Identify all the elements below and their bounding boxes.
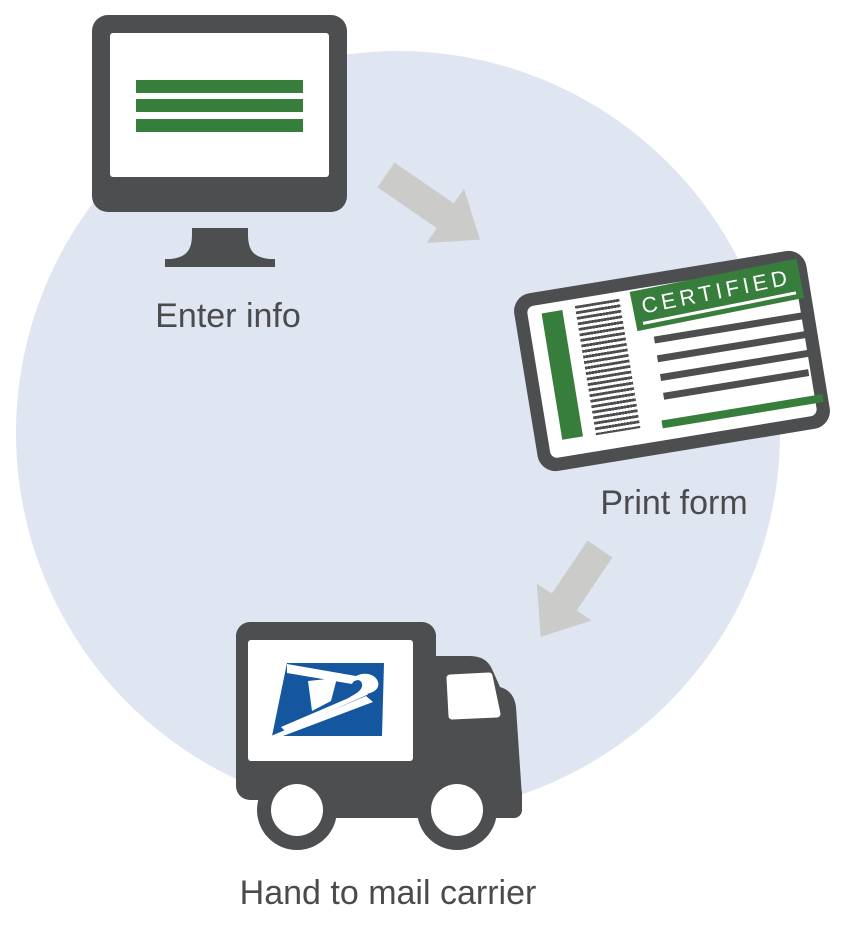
eagle-envelope-flag: [308, 678, 337, 711]
eagle-head-band: [287, 664, 356, 684]
screen-text-line: [136, 80, 303, 93]
arrow-down-left-icon: [536, 540, 613, 637]
truck-cab-window: [446, 672, 501, 720]
monitor-stand: [165, 228, 275, 267]
arrow-down-right-icon: [377, 162, 480, 243]
usps-truck-icon: [236, 622, 523, 850]
form-green-underline: [661, 394, 824, 429]
truck-rear-wheel-hub: [271, 784, 323, 836]
step-label-hand-to-mail-carrier: Hand to mail carrier: [239, 874, 537, 912]
eagle-cheek-line: [281, 691, 368, 731]
screen-text-line: [136, 99, 303, 112]
eagle-beak: [348, 673, 379, 698]
step-label-enter-info: Enter info: [155, 297, 301, 335]
certified-stamp-text: CERTIFIED: [639, 264, 794, 319]
barcode-icon: [574, 298, 641, 436]
eagle-body-stripe: [271, 696, 373, 736]
form-green-stripe: [541, 310, 584, 440]
computer-monitor-icon: [92, 15, 347, 212]
screen-text-line: [136, 119, 303, 132]
monitor-screen: [110, 33, 329, 177]
usps-eagle-logo-icon: [271, 663, 384, 736]
form-paper: CERTIFIED: [526, 258, 824, 459]
truck-front-wheel-hub: [431, 784, 483, 836]
step-label-print-form: Print form: [600, 484, 748, 522]
